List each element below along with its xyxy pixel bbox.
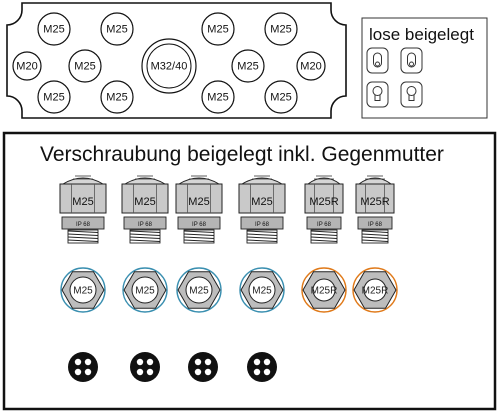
knockout-hole: M25 — [68, 49, 102, 83]
lock-nut: M25 — [176, 267, 222, 313]
cable-gland-label: M25R — [309, 196, 338, 208]
knockout-hole-label: M32/40 — [151, 61, 188, 73]
sealing-insert-icon — [130, 352, 160, 382]
ip-rating-label: IP 68 — [317, 222, 332, 228]
lock-nut-label: M25R — [311, 286, 338, 297]
cable-gland-frame: Verschraubung beigelegt inkl. Gegenmutte… — [2, 131, 497, 411]
cable-gland: M25R IP 68 — [304, 175, 344, 244]
knockout-hole: M25 — [201, 12, 235, 46]
ip-rating-label: IP 68 — [76, 222, 91, 228]
lock-nut: M25 — [122, 267, 168, 313]
lock-nut: M25 — [60, 267, 106, 313]
lock-nut-label: M25 — [252, 286, 272, 297]
knockout-hole: M20 — [296, 51, 326, 81]
knockout-hole: M25 — [37, 12, 71, 46]
knockout-hole: M25 — [201, 80, 235, 114]
cable-gland: M25R IP 68 — [355, 175, 395, 244]
knockout-hole: M25 — [264, 12, 298, 46]
knockout-hole-label: M20 — [16, 61, 37, 73]
knockout-hole-label: M25 — [43, 92, 64, 104]
sealing-insert-icon — [188, 352, 218, 382]
cable-gland-title: Verschraubung beigelegt inkl. Gegenmutte… — [40, 143, 444, 166]
knockout-hole-label: M25 — [237, 61, 258, 73]
ip-rating-label: IP 68 — [138, 222, 153, 228]
loose-parts-title: lose beigelegt — [369, 25, 474, 44]
ip-rating-label: IP 68 — [192, 222, 207, 228]
mounting-lug-icon — [400, 81, 423, 108]
cable-gland-label: M25 — [188, 196, 209, 208]
knockout-hole: M25 — [231, 49, 265, 83]
cable-gland: M25 IP 68 — [121, 175, 169, 244]
cable-gland: M25 IP 68 — [175, 175, 223, 244]
knockout-hole-label: M20 — [300, 61, 321, 73]
cable-gland-label: M25 — [134, 196, 155, 208]
lock-nut-label: M25 — [189, 286, 209, 297]
lock-nut-label: M25 — [73, 286, 93, 297]
sealing-insert-icon — [68, 352, 98, 382]
knockout-hole-label: M25 — [207, 92, 228, 104]
loose-parts-box: lose beigelegt — [361, 17, 488, 119]
ip-rating-label: IP 68 — [255, 222, 270, 228]
knockout-hole-label: M25 — [74, 61, 95, 73]
knockout-hole-label: M25 — [270, 92, 291, 104]
knockout-hole-label: M25 — [106, 24, 127, 36]
cable-gland: M25 IP 68 — [59, 175, 107, 244]
lock-nut-label: M25 — [135, 286, 155, 297]
ip-rating-label: IP 68 — [368, 222, 383, 228]
knockout-hole-label: M25 — [207, 24, 228, 36]
cable-gland-label: M25 — [251, 196, 272, 208]
lock-nut: M25R — [352, 267, 398, 313]
knockout-hole-label: M25 — [106, 92, 127, 104]
lock-nut-label: M25R — [362, 286, 389, 297]
mounting-lug-icon — [366, 81, 389, 108]
lock-nut: M25 — [239, 267, 285, 313]
knockout-hole: M25 — [37, 80, 71, 114]
knockout-hole-label: M25 — [270, 24, 291, 36]
lock-nut: M25R — [301, 267, 347, 313]
sealing-insert-icon — [247, 352, 277, 382]
cable-gland-label: M25R — [360, 196, 389, 208]
cable-gland: M25 IP 68 — [238, 175, 286, 244]
cable-gland-label: M25 — [72, 196, 93, 208]
mounting-lug-icon — [400, 47, 423, 74]
knockout-hole: M25 — [100, 12, 134, 46]
knockout-hole: M32/40 — [141, 38, 197, 94]
knockout-hole-label: M25 — [43, 24, 64, 36]
knockout-hole: M25 — [264, 80, 298, 114]
knockout-hole: M25 — [100, 80, 134, 114]
mounting-lug-icon — [366, 47, 389, 74]
knockout-hole: M20 — [12, 51, 42, 81]
